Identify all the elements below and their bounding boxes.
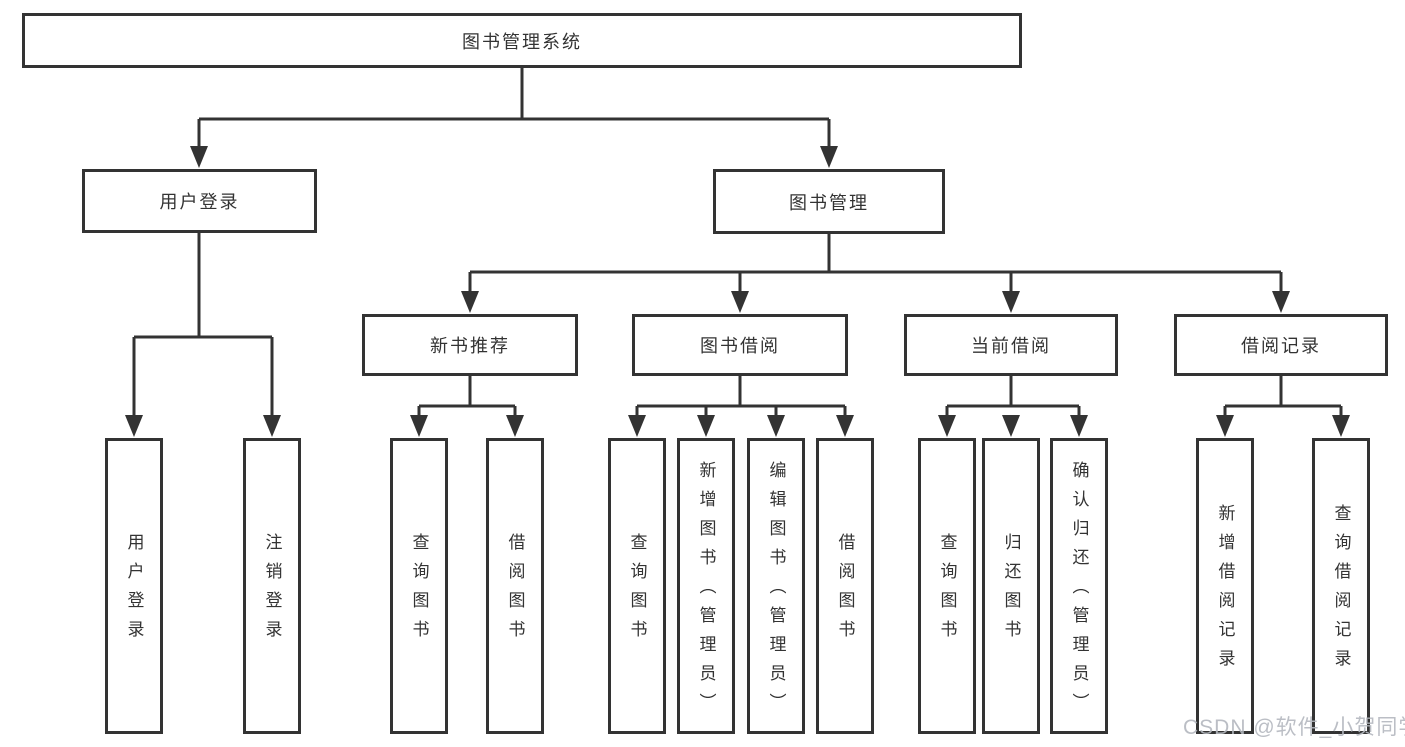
arrowhead xyxy=(125,415,143,437)
node-leaf-bb-add-book: 新增图书（管理员） xyxy=(677,438,735,734)
arrowhead xyxy=(836,415,854,437)
node-leaf-br-add-record: 新增借阅记录 xyxy=(1196,438,1254,734)
node-leaf-nbr-query-book-label: 查询图书 xyxy=(409,533,429,649)
node-leaf-cb-confirm-return-label: 确认归还（管理员） xyxy=(1069,460,1089,722)
node-leaf-bb-edit-book-label: 编辑图书（管理员） xyxy=(766,460,786,722)
node-leaf-nbr-query-book: 查询图书 xyxy=(390,438,448,734)
node-borrow-record: 借阅记录 xyxy=(1174,314,1388,376)
node-leaf-br-add-record-label: 新增借阅记录 xyxy=(1215,504,1235,678)
arrowhead xyxy=(461,291,479,313)
arrowhead xyxy=(190,146,208,168)
connector-bookborrow-group xyxy=(635,376,847,418)
node-current-borrow-label: 当前借阅 xyxy=(971,336,1051,356)
node-root: 图书管理系统 xyxy=(22,13,1022,68)
node-leaf-cb-return-book: 归还图书 xyxy=(982,438,1040,734)
node-leaf-bb-query-book: 查询图书 xyxy=(608,438,666,734)
arrowhead xyxy=(1070,415,1088,437)
arrowhead xyxy=(1216,415,1234,437)
node-leaf-bb-add-book-label: 新增图书（管理员） xyxy=(696,460,716,722)
arrowhead xyxy=(1002,415,1020,437)
node-leaf-br-query-record-label: 查询借阅记录 xyxy=(1331,504,1351,678)
arrowhead xyxy=(1002,291,1020,313)
node-leaf-nbr-borrow-book: 借阅图书 xyxy=(486,438,544,734)
node-new-book-recommend: 新书推荐 xyxy=(362,314,578,376)
node-current-borrow: 当前借阅 xyxy=(904,314,1118,376)
arrowhead xyxy=(820,146,838,168)
node-leaf-cb-confirm-return: 确认归还（管理员） xyxy=(1050,438,1108,734)
arrowhead xyxy=(628,415,646,437)
node-leaf-user-login: 用户登录 xyxy=(105,438,163,734)
node-leaf-logout-label: 注销登录 xyxy=(262,533,282,649)
node-leaf-cb-return-book-label: 归还图书 xyxy=(1001,533,1021,649)
node-book-borrow: 图书借阅 xyxy=(632,314,848,376)
arrowhead xyxy=(410,415,428,437)
node-leaf-nbr-borrow-book-label: 借阅图书 xyxy=(505,533,525,649)
node-leaf-bb-edit-book: 编辑图书（管理员） xyxy=(747,438,805,734)
node-leaf-cb-query-book-label: 查询图书 xyxy=(937,533,957,649)
node-book-management-label: 图书管理 xyxy=(789,192,869,213)
arrowhead xyxy=(506,415,524,437)
arrowhead xyxy=(1332,415,1350,437)
node-leaf-bb-borrow-book: 借阅图书 xyxy=(816,438,874,734)
arrowhead xyxy=(1272,291,1290,313)
arrowhead xyxy=(263,415,281,437)
node-user-login-label: 用户登录 xyxy=(159,192,240,212)
node-leaf-logout: 注销登录 xyxy=(243,438,301,734)
node-user-login: 用户登录 xyxy=(82,169,317,233)
arrowhead xyxy=(767,415,785,437)
node-new-book-recommend-label: 新书推荐 xyxy=(430,336,510,356)
connector-newbook-group xyxy=(417,376,517,418)
node-leaf-bb-borrow-book-label: 借阅图书 xyxy=(835,533,855,649)
node-root-label: 图书管理系统 xyxy=(462,31,582,52)
node-leaf-cb-query-book: 查询图书 xyxy=(918,438,976,734)
connector-bookmgmt-to-level3 xyxy=(468,234,1283,294)
connector-userlogin-group xyxy=(132,233,274,418)
connector-currentborrow-group xyxy=(945,376,1081,418)
connector-borrowrecord-group xyxy=(1223,376,1343,418)
connector-root-to-level2 xyxy=(197,68,831,150)
node-borrow-record-label: 借阅记录 xyxy=(1241,336,1321,356)
arrowhead xyxy=(938,415,956,437)
node-leaf-user-login-label: 用户登录 xyxy=(124,533,144,649)
node-leaf-br-query-record: 查询借阅记录 xyxy=(1312,438,1370,734)
node-leaf-bb-query-book-label: 查询图书 xyxy=(627,533,647,649)
node-book-borrow-label: 图书借阅 xyxy=(700,336,780,356)
node-book-management: 图书管理 xyxy=(713,169,945,234)
csdn-watermark: CSDN @软件_小贺同学 xyxy=(1183,716,1405,739)
arrowhead xyxy=(697,415,715,437)
arrowhead xyxy=(731,291,749,313)
